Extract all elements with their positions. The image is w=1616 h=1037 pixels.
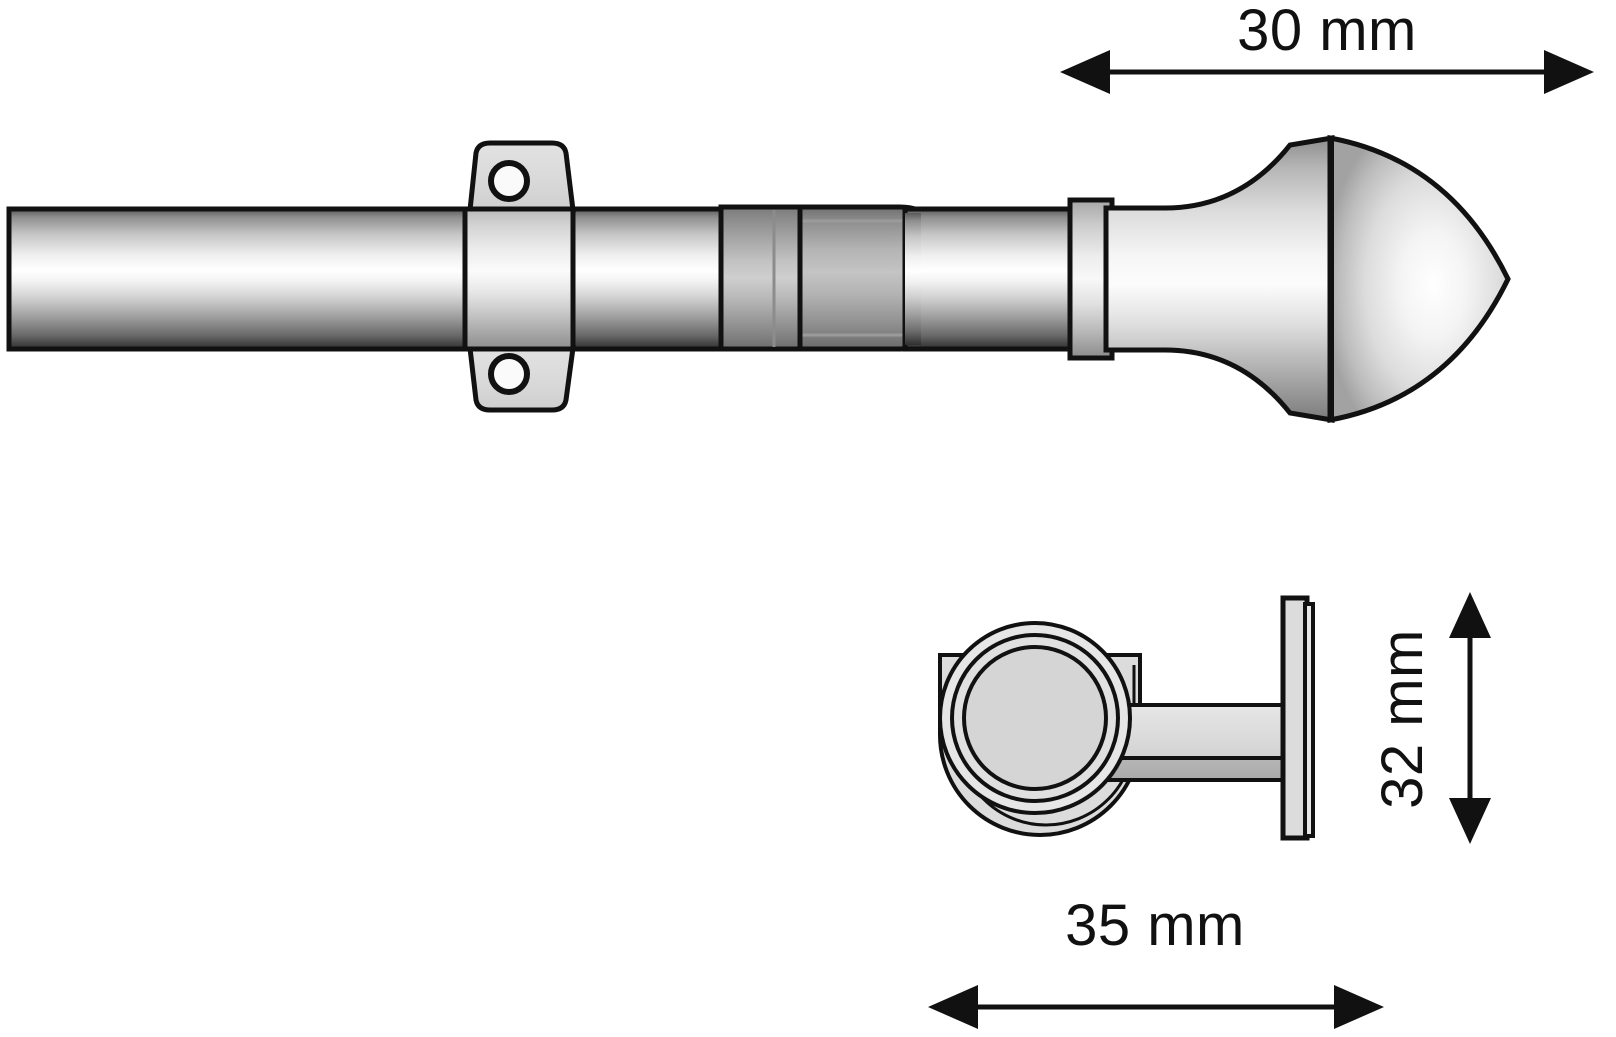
finial-flare <box>1103 135 1335 423</box>
wall-plate <box>1280 595 1315 841</box>
clamp-ring <box>462 140 576 413</box>
dimension-30mm: 30 mm <box>1060 0 1594 94</box>
dimension-30mm-arrow <box>1060 50 1594 94</box>
screw-hole-bottom <box>488 353 530 395</box>
finial <box>1067 134 1511 424</box>
dimension-32mm-arrow <box>1449 592 1491 844</box>
finial-tip <box>1327 134 1511 424</box>
rod-cross-section <box>938 621 1132 815</box>
rod-tube <box>6 206 724 352</box>
screw-hole-top <box>488 160 530 202</box>
dimension-32mm-label: 32 mm <box>1370 629 1435 809</box>
wall-bracket-side-view <box>938 595 1315 841</box>
dimension-35mm-label: 35 mm <box>1065 893 1245 958</box>
dimension-35mm: 35 mm <box>928 893 1384 1029</box>
dimension-32mm: 32 mm <box>1370 592 1491 844</box>
dimension-35mm-arrow <box>928 985 1384 1029</box>
dimension-30mm-label: 30 mm <box>1237 0 1417 63</box>
rod-assembly-side-view <box>6 134 1511 424</box>
